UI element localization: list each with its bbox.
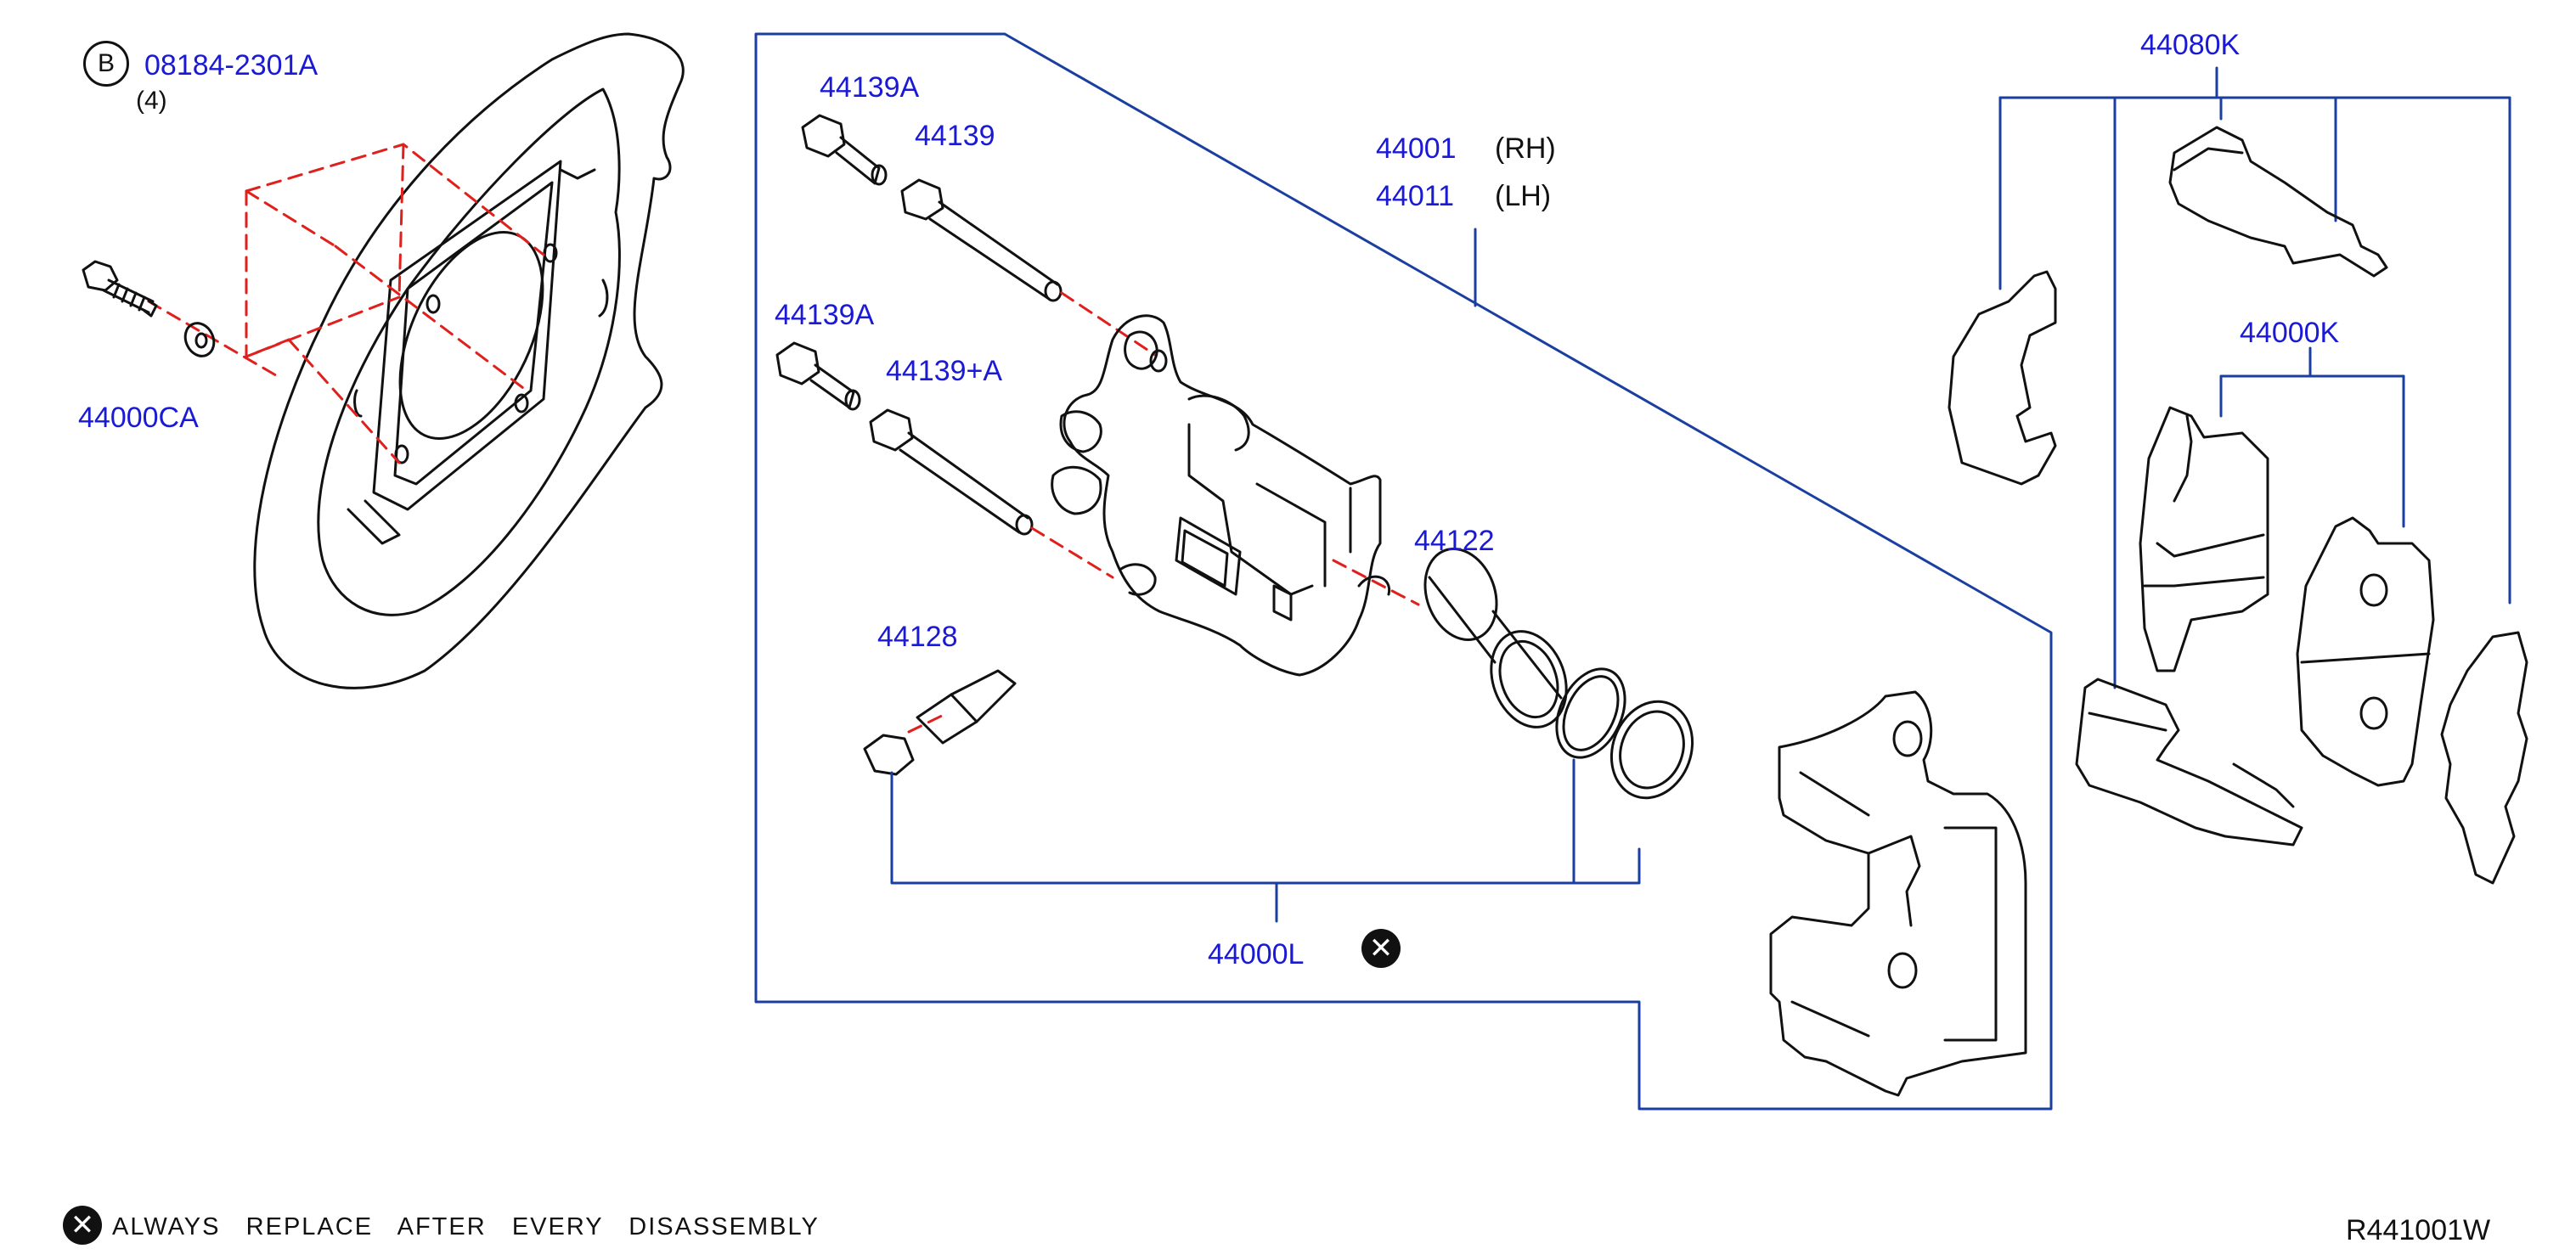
label-rh: (RH) (1495, 132, 1556, 165)
callout-44001: 44001 (1376, 132, 1457, 165)
callout-44128: 44128 (877, 621, 958, 653)
callout-44011: 44011 (1376, 180, 1455, 212)
replacement-note: ALWAYS REPLACE AFTER EVERY DISASSEMBLY (112, 1213, 820, 1240)
anti-rattle-clips (1948, 126, 2528, 885)
callout-44122: 44122 (1414, 525, 1495, 557)
callout-44000ca: 44000CA (78, 402, 199, 434)
bleeder-44128 (863, 669, 1017, 776)
note-replace-icon: ✕ (63, 1206, 102, 1245)
callout-44080k: 44080K (2140, 29, 2241, 61)
piston-44122 (1423, 548, 1568, 728)
brake-pads (2139, 406, 2435, 787)
seal-kit-leaders (890, 758, 1641, 923)
caliper-bracket (1769, 690, 2027, 1097)
callout-44139-plus-a: 44139+A (886, 355, 1003, 387)
caliper-guide-lines (907, 291, 1420, 734)
hardware-kit-leaders (1998, 66, 2511, 689)
pad-kit-leaders (2219, 346, 2405, 528)
bolt-quantity: (4) (136, 87, 167, 115)
washer-44000ca (183, 322, 216, 357)
bolt-08184 (82, 260, 158, 318)
replace-mark-icon: ✕ (1361, 929, 1401, 968)
bolt-guide-lines (147, 143, 545, 464)
bolt-symbol-b: B (83, 41, 129, 87)
label-lh: (LH) (1495, 180, 1552, 212)
callout-44139a-lower: 44139A (775, 299, 875, 331)
callout-44139a-upper: 44139A (820, 71, 920, 104)
diagram-reference-code: R441001W (2346, 1214, 2491, 1246)
pin-bolts (775, 114, 1063, 536)
piston-seals (1555, 667, 1694, 800)
callout-08184-2301a: 08184-2301A (144, 49, 318, 82)
caliper-body (1051, 314, 1391, 677)
callout-44139: 44139 (915, 120, 995, 152)
callout-44000k: 44000K (2240, 317, 2340, 349)
caliper-group-outline (754, 32, 2053, 1111)
callout-44000l: 44000L (1208, 938, 1305, 970)
backing-plate (253, 32, 685, 689)
